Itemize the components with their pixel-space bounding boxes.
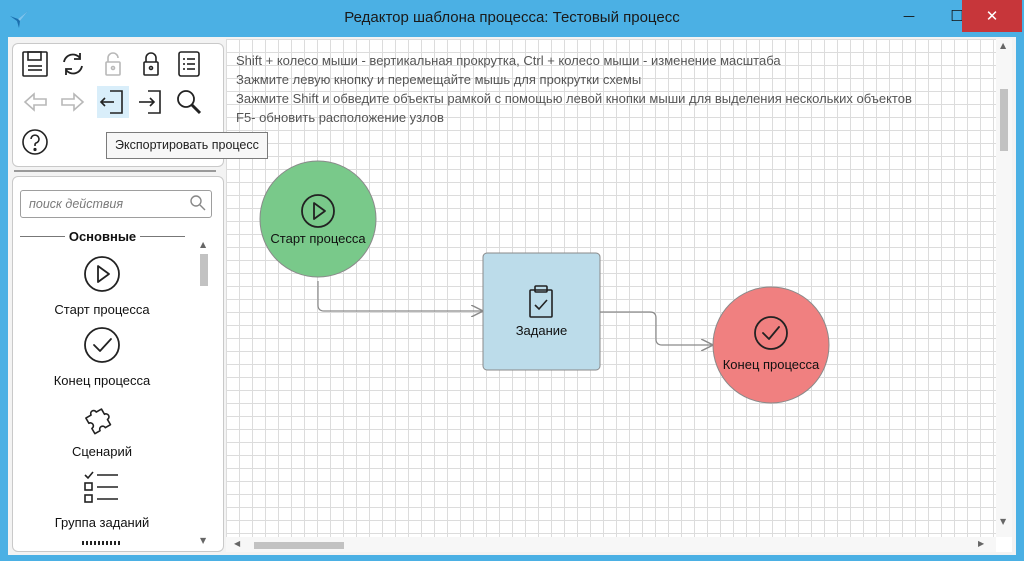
palette-item-task-group[interactable]: Группа заданий: [13, 467, 191, 530]
palette-item-start-process[interactable]: Старт процесса: [13, 254, 191, 317]
search-button[interactable]: [173, 86, 205, 118]
list-icon: [178, 51, 200, 77]
palette-item-label: Старт процесса: [54, 302, 150, 317]
hint-line: Зажмите Shift и обведите объекты рамкой …: [236, 91, 912, 106]
canvas-vertical-scrollbar[interactable]: ▲ ▼: [996, 39, 1012, 537]
scroll-up-icon[interactable]: ▲: [200, 240, 207, 249]
vertical-scroll-thumb[interactable]: [1000, 89, 1008, 151]
app-logo-icon: [10, 11, 28, 28]
palette-item-partial[interactable]: [13, 541, 191, 545]
close-icon: ✕: [985, 7, 999, 25]
connector-task-to-end[interactable]: [600, 311, 712, 345]
start-process-node[interactable]: [259, 160, 377, 278]
diagram-canvas[interactable]: Shift + колесо мыши - вертикальная прокр…: [226, 39, 996, 537]
palette-scroll-thumb[interactable]: [200, 254, 208, 286]
diagram-area: Shift + колесо мыши - вертикальная прокр…: [226, 39, 1012, 552]
hint-line: Зажмите левую кнопку и перемещайте мышь …: [236, 72, 642, 87]
scroll-right-icon[interactable]: ▶: [978, 539, 985, 548]
palette-group-title: Основные: [68, 228, 137, 244]
task-node[interactable]: [482, 252, 601, 371]
save-icon: [22, 51, 48, 77]
title-bar[interactable]: Редактор шаблона процесса: Тестовый проц…: [0, 0, 1024, 37]
tooltip: Экспортировать процесс: [106, 132, 268, 159]
task-node-label: Задание: [515, 323, 568, 338]
help-icon: [22, 129, 48, 155]
window-title: Редактор шаблона процесса: Тестовый проц…: [344, 9, 680, 26]
horizontal-scroll-thumb[interactable]: [254, 542, 344, 549]
search-icon: [177, 90, 202, 115]
palette-group-header: Основные: [20, 228, 185, 244]
close-button[interactable]: ✕: [962, 0, 1022, 32]
client-area: Экспортировать процесс Основные Старт пр…: [8, 37, 1016, 555]
check-circle-icon: [754, 316, 788, 350]
save-button[interactable]: [19, 48, 51, 80]
back-arrow-icon: [23, 92, 47, 112]
lock-button[interactable]: [135, 48, 167, 80]
palette-item-end-process[interactable]: Конец процесса: [13, 325, 191, 388]
canvas-hints: Shift + колесо мыши - вертикальная прокр…: [236, 51, 912, 127]
maximize-icon: ☐: [950, 7, 964, 25]
import-process-button[interactable]: [135, 86, 167, 118]
unlock-button[interactable]: [97, 48, 129, 80]
lock-icon: [143, 52, 159, 76]
actions-palette: Основные Старт процесса Конец процесса: [12, 176, 224, 552]
clipboard-check-icon: [529, 285, 553, 318]
refresh-button[interactable]: [57, 48, 89, 80]
forward-arrow-icon: [61, 92, 85, 112]
action-search-input[interactable]: [27, 194, 181, 214]
list-button[interactable]: [173, 48, 205, 80]
help-button[interactable]: [19, 126, 51, 158]
canvas-horizontal-scrollbar[interactable]: ◀ ▶: [226, 537, 996, 552]
hint-line: F5- обновить расположение узлов: [236, 110, 444, 125]
export-icon: [99, 90, 123, 114]
maximize-button[interactable]: ☐: [934, 0, 980, 32]
hint-line: Shift + колесо мыши - вертикальная прокр…: [236, 53, 781, 68]
scroll-down-icon[interactable]: ▼: [1000, 517, 1007, 526]
start-node-label: Старт процесса: [270, 231, 366, 246]
action-search-box: [20, 190, 212, 218]
panel-divider[interactable]: [14, 170, 216, 172]
back-button[interactable]: [19, 86, 51, 118]
puzzle-icon: [85, 408, 112, 435]
check-circle-icon: [84, 327, 120, 363]
forward-button[interactable]: [57, 86, 89, 118]
end-process-node[interactable]: [712, 286, 830, 404]
palette-item-label: Группа заданий: [54, 515, 150, 530]
search-icon[interactable]: [189, 194, 207, 212]
import-icon: [139, 90, 161, 114]
minimize-icon: —: [903, 9, 915, 23]
diagram-svg: [259, 160, 830, 404]
checklist-icon: [84, 471, 118, 503]
export-process-button[interactable]: [97, 86, 129, 118]
play-circle-icon: [301, 194, 335, 228]
palette-item-scenario[interactable]: Сценарий: [13, 396, 191, 459]
palette-scrollbar[interactable]: ▲ ▼: [199, 240, 209, 548]
connector-start-to-task[interactable]: [317, 281, 482, 311]
end-node-label: Конец процесса: [722, 357, 820, 372]
scroll-left-icon[interactable]: ◀: [234, 539, 241, 548]
refresh-icon: [63, 53, 83, 75]
minimize-button[interactable]: —: [886, 0, 932, 32]
palette-item-label: Конец процесса: [53, 373, 151, 388]
scroll-down-icon[interactable]: ▼: [200, 536, 207, 545]
play-circle-icon: [84, 256, 120, 292]
scroll-up-icon[interactable]: ▲: [1000, 41, 1007, 50]
palette-item-label: Сценарий: [71, 444, 133, 459]
unlock-disabled-icon: [105, 52, 121, 76]
